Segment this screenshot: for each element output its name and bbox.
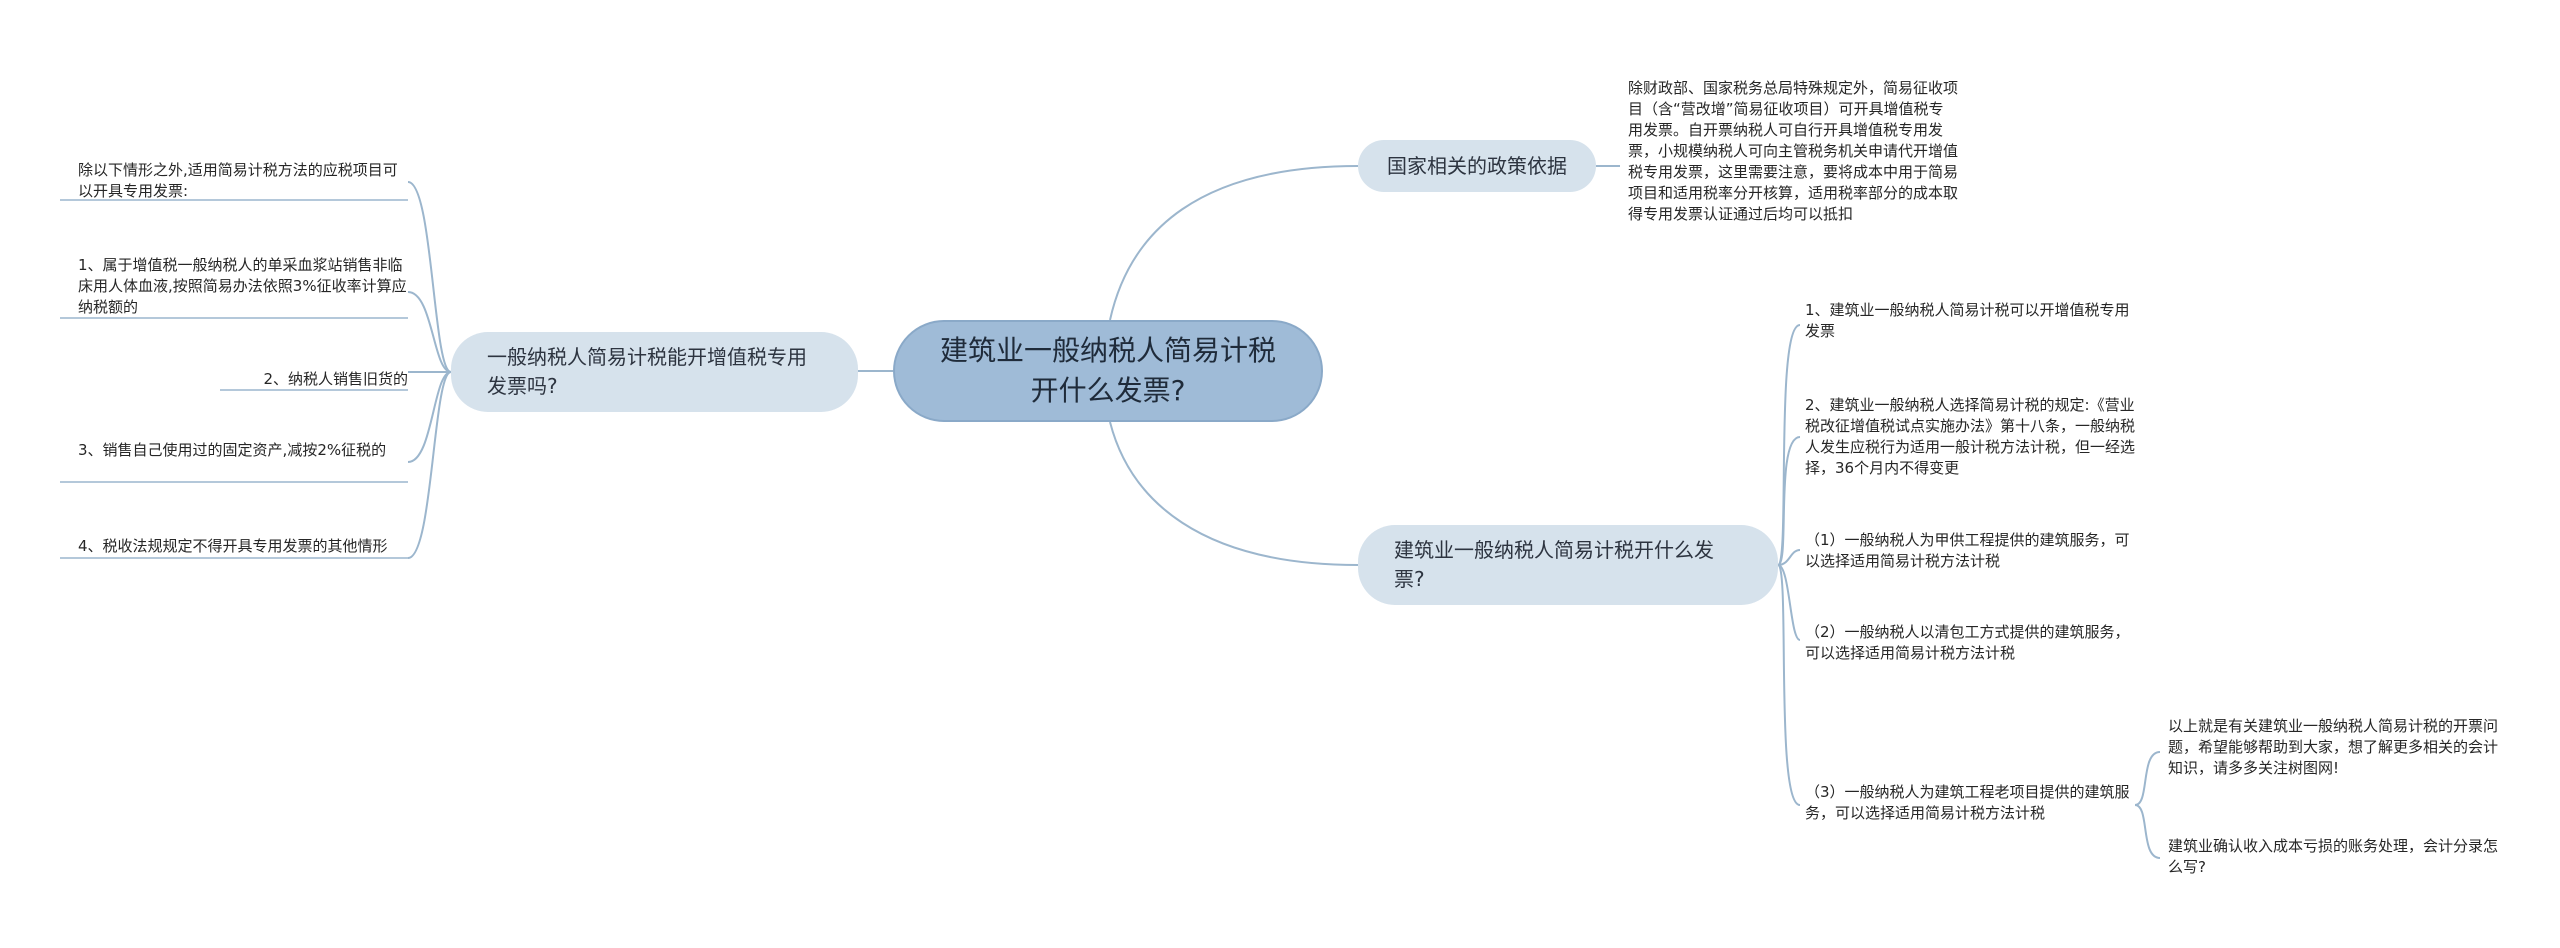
- branch-label: 一般纳税人简易计税能开增值税专用发票吗?: [487, 345, 807, 398]
- leaf-left-4: 4、税收法规规定不得开具专用发票的其他情形: [78, 537, 388, 555]
- leaf-what-5: （3）一般纳税人为建筑工程老项目提供的建筑服务，可以选择适用简易计税方法计税: [1805, 783, 2130, 822]
- link-sub-leaf-2: [2134, 804, 2161, 859]
- branch-policy-basis[interactable]: 国家相关的政策依据: [1358, 140, 1596, 192]
- link-what-leaf-2: [1777, 436, 1801, 566]
- leaf-left-intro: 除以下情形之外,适用简易计税方法的应税项目可以开具专用发票:: [78, 161, 398, 200]
- link-what-leaf-3: [1777, 549, 1801, 566]
- link-root-what: [1109, 421, 1359, 566]
- link-what-leaf-1: [1777, 324, 1801, 566]
- link-left-leaf-5: [407, 371, 452, 559]
- leaf-left-1: 1、属于增值税一般纳税人的单采血浆站销售非临床用人体血液,按照简易办法依照3%征…: [78, 256, 407, 316]
- root-label: 建筑业一般纳税人简易计税开什么发票?: [939, 334, 1276, 407]
- link-sub-leaf-1: [2134, 751, 2161, 806]
- root-node[interactable]: 建筑业一般纳税人简易计税开什么发票?: [893, 320, 1323, 422]
- branch-what-invoice[interactable]: 建筑业一般纳税人简易计税开什么发票?: [1358, 525, 1778, 605]
- leaf-what-1: 1、建筑业一般纳税人简易计税可以开增值税专用发票: [1805, 301, 2130, 340]
- leaf-policy: 除财政部、国家税务总局特殊规定外，简易征收项目（含“营改增”简易征收项目）可开具…: [1628, 79, 1959, 223]
- link-left-leaf-2: [407, 291, 452, 373]
- leaf-sub-related: 建筑业确认收入成本亏损的账务处理，会计分录怎么写?: [2168, 837, 2499, 876]
- leaf-what-2: 2、建筑业一般纳税人选择简易计税的规定:《营业税改征增值税试点实施办法》第十八条…: [1805, 396, 2136, 477]
- link-what-leaf-4: [1777, 564, 1801, 641]
- leaf-left-2: 2、纳税人销售旧货的: [263, 370, 408, 388]
- branch-label: 建筑业一般纳税人简易计税开什么发票?: [1394, 538, 1714, 591]
- branch-can-issue-special-invoice[interactable]: 一般纳税人简易计税能开增值税专用发票吗?: [451, 332, 858, 412]
- branch-label: 国家相关的政策依据: [1387, 153, 1567, 178]
- link-what-leaf-5: [1777, 564, 1801, 806]
- link-left-leaf-4: [407, 371, 452, 463]
- leaf-what-3: （1）一般纳税人为甲供工程提供的建筑服务，可以选择适用简易计税方法计税: [1805, 531, 2130, 570]
- link-left-leaf-1: [407, 181, 452, 373]
- link-root-policy: [1109, 165, 1359, 321]
- leaf-sub-conclusion: 以上就是有关建筑业一般纳税人简易计税的开票问题，希望能够帮助到大家，想了解更多相…: [2168, 717, 2499, 777]
- leaf-what-4: （2）一般纳税人以清包工方式提供的建筑服务，可以选择适用简易计税方法计税: [1805, 623, 2130, 662]
- leaf-left-3: 3、销售自己使用过的固定资产,减按2%征税的: [78, 441, 387, 459]
